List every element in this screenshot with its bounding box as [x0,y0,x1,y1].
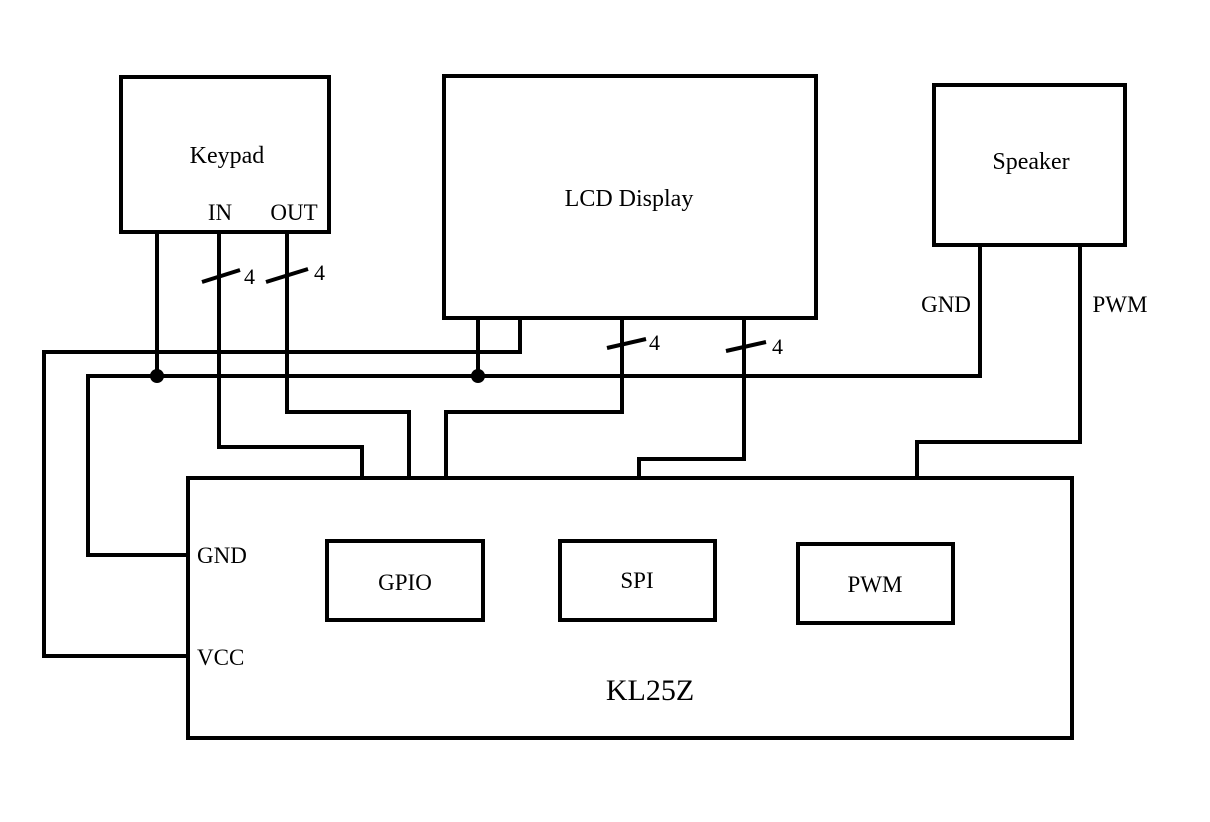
bus-slash-keypad-in [201,268,241,284]
bus-width-lcd-gpio: 4 [649,330,660,355]
spi-box [558,539,717,622]
keypad-label: Keypad [190,143,265,169]
speaker-label: Speaker [992,149,1069,175]
mcu-gnd-label: GND [197,543,247,568]
pwm-label: PWM [848,572,903,597]
speaker-gnd-label: GND [921,292,971,317]
keypad-out-label: OUT [270,200,317,225]
vcc-wire [42,316,522,658]
speaker-pwm-label: PWM [1093,292,1148,317]
mcu-label: KL25Z [606,674,694,707]
gnd-wire [86,243,982,557]
keypad-box [119,75,331,234]
bus-slash-lcd-gpio [606,337,647,350]
bus-slash-keypad-out [265,267,309,284]
mcu-vcc-label: VCC [197,645,244,670]
junction-dot-lcd-gnd [471,369,485,383]
lcd-box [442,74,818,320]
gpio-label: GPIO [378,570,432,595]
lcd-block: LCD Display [442,74,818,320]
speaker-box [932,83,1127,247]
speaker-block: Speaker GND PWM [921,83,1148,317]
bus-slash-lcd-spi [725,340,767,353]
pwm-box [796,542,955,625]
gpio-box [325,539,485,622]
keypad-in-label: IN [208,200,233,225]
spi-label: SPI [620,568,653,593]
mcu-block: KL25Z GND VCC GPIO SPI PWM [186,476,1074,740]
junction-dot-keypad-gnd [150,369,164,383]
bus-width-lcd-spi: 4 [772,334,783,359]
lcd-label: LCD Display [565,186,694,212]
bus-width-keypad-in: 4 [244,264,255,289]
wires [42,230,1082,658]
bus-width-keypad-out: 4 [314,260,325,285]
keypad-block: Keypad IN OUT [119,75,331,234]
